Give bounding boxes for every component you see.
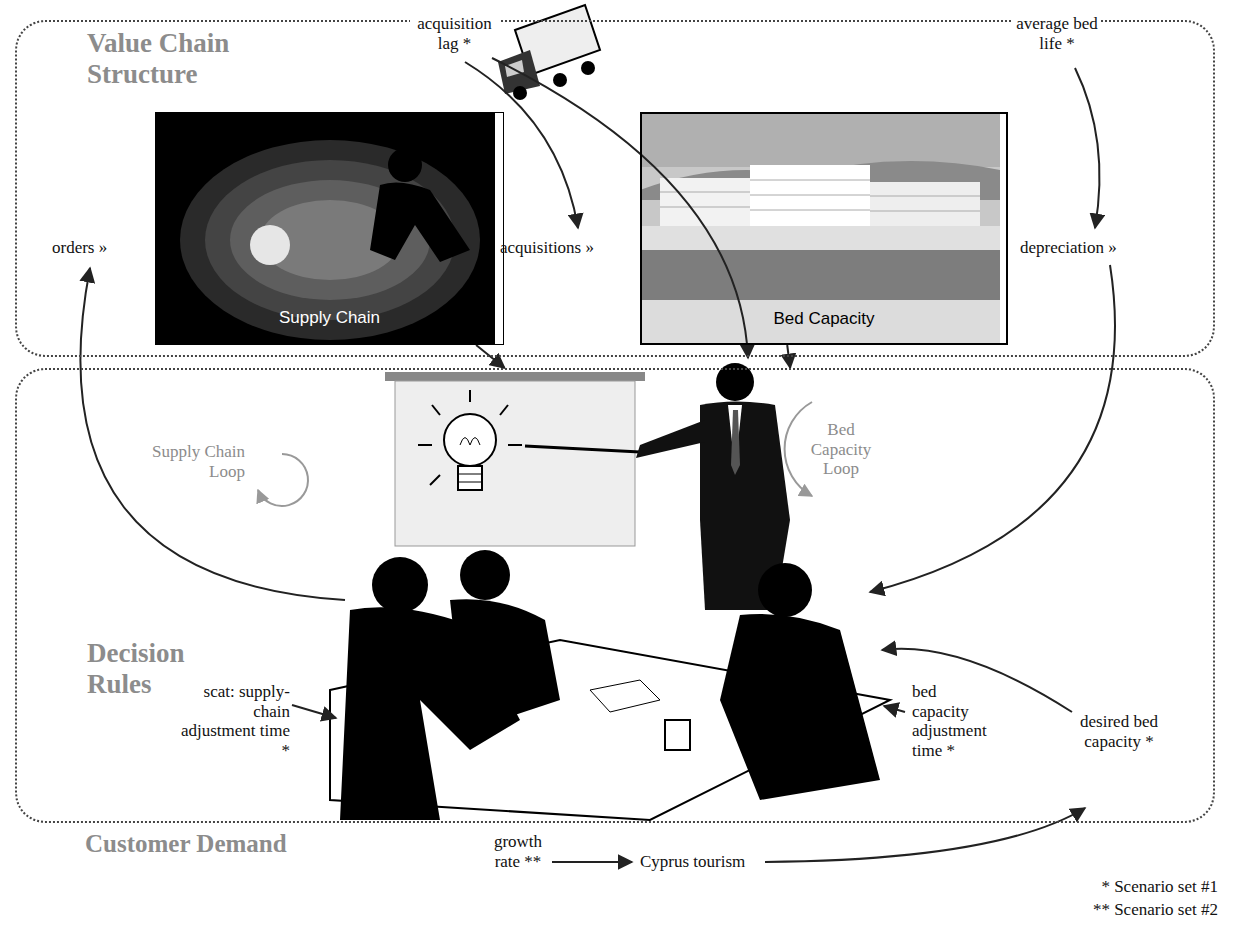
drawing-part xyxy=(432,405,440,415)
note-text: * Scenario set #1 xyxy=(1101,877,1218,897)
drawing-part xyxy=(758,563,812,617)
drawing-part xyxy=(418,444,432,446)
drawing-part xyxy=(552,861,632,863)
drawing-part xyxy=(660,192,750,193)
drawing-part xyxy=(640,250,1000,300)
drawing-part xyxy=(450,599,560,720)
drawing-part xyxy=(525,446,640,452)
parameter-label: acquisition lag * xyxy=(410,14,499,53)
drawing-part xyxy=(508,444,522,446)
drawing-part xyxy=(590,680,660,712)
drawing-part xyxy=(553,73,567,87)
region-title: Value Chain Structure xyxy=(87,28,262,90)
drawing-part xyxy=(750,195,870,196)
drawing-part xyxy=(636,420,705,458)
box-label: Bed Capacity xyxy=(642,309,1006,329)
image-box: Bed Capacity xyxy=(640,112,1008,345)
drawing-part xyxy=(444,414,496,466)
drawing-part xyxy=(292,705,336,718)
drawing-part xyxy=(205,160,455,320)
note-text: ** Scenario set #2 xyxy=(1093,900,1218,920)
parameter-label: scat: supply-chain adjustment time * xyxy=(178,682,290,760)
drawing-part xyxy=(581,61,595,75)
drawing-part xyxy=(458,482,482,483)
drawing-part xyxy=(513,86,527,100)
drawing-part xyxy=(882,649,1072,712)
drawing-part xyxy=(460,438,480,446)
drawing-part xyxy=(465,62,578,228)
region-panel: Decision Rules xyxy=(15,368,1215,823)
drawing-part xyxy=(1075,68,1100,228)
drawing-part xyxy=(372,557,428,613)
drawing-part xyxy=(640,226,1000,250)
drawing-part xyxy=(640,112,1000,167)
drawing-part xyxy=(388,148,422,182)
drawing-part xyxy=(870,211,980,212)
drawing-part xyxy=(385,372,645,381)
drawing-part xyxy=(720,614,880,800)
loop-label: Bed Capacity Loop xyxy=(805,420,877,479)
region-panel: Value Chain StructureSupply Chain Bed Cap… xyxy=(15,20,1215,357)
drawing-part xyxy=(870,196,980,197)
image-box: Supply Chain xyxy=(155,112,504,345)
parameter-label: growth rate ** xyxy=(485,832,551,871)
drawing-part xyxy=(460,550,510,600)
parameter-label: average bed life * xyxy=(1013,14,1101,53)
section-title: Customer Demand xyxy=(85,830,287,859)
drawing-part xyxy=(665,720,690,750)
loop-arrow xyxy=(258,402,812,506)
drawing-part xyxy=(469,390,471,402)
parameter-label: bed capacity adjustment time * xyxy=(912,682,994,760)
demand-label: Cyprus tourism xyxy=(640,852,745,872)
flow-label: depreciation » xyxy=(1020,238,1117,258)
drawing-part xyxy=(370,182,470,262)
drawing-part xyxy=(870,182,980,226)
drawing-part xyxy=(884,706,905,712)
drawing-part xyxy=(870,265,1115,592)
drawing-part xyxy=(458,474,482,475)
drawing-part xyxy=(731,410,740,475)
meeting-picture xyxy=(330,363,890,820)
drawing-part xyxy=(458,466,482,490)
drawing-part xyxy=(660,207,750,208)
drawing-part xyxy=(395,381,635,546)
drawing-part xyxy=(250,225,290,265)
drawing-part xyxy=(258,454,308,506)
drawing-part xyxy=(750,180,870,181)
drawing-part xyxy=(500,405,508,415)
drawing-part xyxy=(492,58,748,358)
box-label: Supply Chain xyxy=(156,308,503,328)
drawing-part xyxy=(430,475,440,485)
drawing-part xyxy=(750,165,870,226)
drawing-part xyxy=(660,180,980,211)
drawing-part xyxy=(785,402,812,496)
loop-label: Supply Chain Loop xyxy=(125,442,245,481)
flow-label: orders » xyxy=(52,238,107,258)
parameter-label: desired bed capacity * xyxy=(1075,712,1163,751)
drawing-part xyxy=(765,808,1085,862)
drawing-part xyxy=(750,210,870,211)
whiteboard-picture xyxy=(385,372,645,546)
leader-arrow xyxy=(80,58,1115,862)
flow-label: acquisitions » xyxy=(500,238,594,258)
